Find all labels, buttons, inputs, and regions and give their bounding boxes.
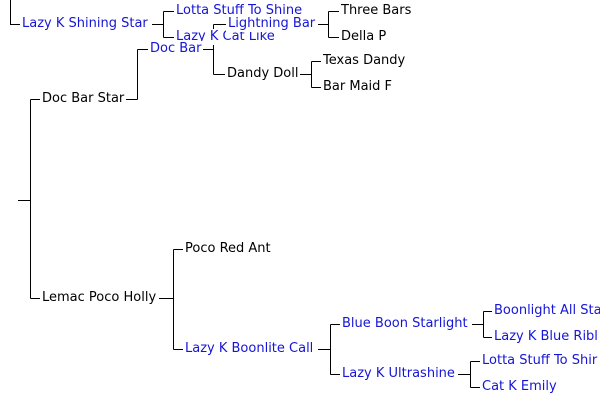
horse-boonlight-all-star[interactable]: Boonlight All Sta [492, 303, 600, 319]
horse-lazy-k-blue-ribbon[interactable]: Lazy K Blue Ribl [492, 329, 600, 345]
horse-lotta-stuff-to-shine-bottom[interactable]: Lotta Stuff To Shir [480, 353, 600, 369]
horse-three-bars: Three Bars [339, 3, 414, 19]
horse-della-p: Della P [339, 29, 389, 45]
horse-lazy-k-boonlite-call[interactable]: Lazy K Boonlite Call [183, 341, 316, 357]
horse-lazy-k-ultrashine[interactable]: Lazy K Ultrashine [340, 366, 457, 382]
horse-lazy-k-shining-star[interactable]: Lazy K Shining Star [20, 16, 150, 32]
horse-doc-bar-star: Doc Bar Star [40, 91, 127, 107]
horse-doc-bar[interactable]: Doc Bar [148, 41, 204, 57]
horse-poco-red-ant: Poco Red Ant [183, 241, 273, 257]
horse-lotta-stuff-to-shine-top[interactable]: Lotta Stuff To Shine [174, 3, 305, 19]
horse-blue-boon-starlight[interactable]: Blue Boon Starlight [340, 316, 470, 332]
horse-lightning-bar[interactable]: Lightning Bar [226, 16, 318, 32]
horse-texas-dandy: Texas Dandy [321, 53, 408, 69]
horse-lemac-poco-holly: Lemac Poco Holly [40, 290, 159, 306]
horse-dandy-doll: Dandy Doll [225, 66, 301, 82]
horse-cat-k-emily[interactable]: Cat K Emily [480, 379, 559, 395]
horse-bar-maid-f: Bar Maid F [321, 79, 395, 95]
